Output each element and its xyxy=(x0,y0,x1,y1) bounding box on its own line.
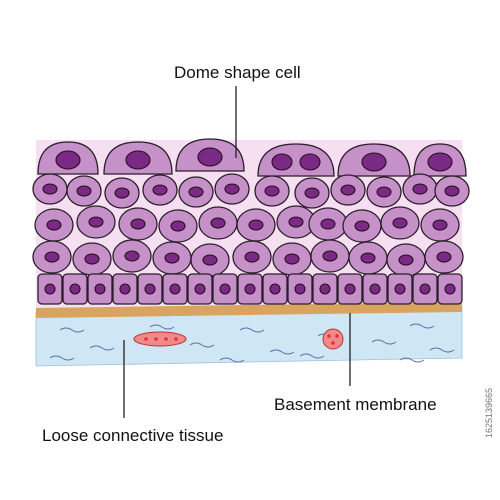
rbc-round xyxy=(322,328,344,350)
polyhedral-cell xyxy=(112,239,152,273)
polyhedral-cell xyxy=(424,240,464,274)
polyhedral-cell xyxy=(276,205,316,239)
basal-cuboidal-cell xyxy=(337,273,363,305)
dome-shape-cell xyxy=(175,138,245,172)
dome-shape-cell xyxy=(413,143,467,177)
polyhedral-cell xyxy=(342,209,382,243)
basal-cuboidal-cell xyxy=(312,273,338,305)
basal-cuboidal-cell xyxy=(162,273,188,305)
connective-fiber xyxy=(149,324,175,330)
polyhedral-cell xyxy=(366,176,402,208)
basal-cuboidal-cell xyxy=(237,273,263,305)
basal-cuboidal-cell xyxy=(62,273,88,305)
polyhedral-cell xyxy=(236,208,276,242)
polyhedral-cell xyxy=(32,173,68,205)
epithelial-cells xyxy=(32,138,470,305)
connective-fiber xyxy=(239,327,265,333)
polyhedral-cell xyxy=(386,243,426,277)
basal-cuboidal-cell xyxy=(437,273,463,305)
basement-membrane-label: Basement membrane xyxy=(274,395,437,414)
polyhedral-cell xyxy=(232,240,272,274)
connective-fiber xyxy=(269,349,295,355)
polyhedral-cell xyxy=(66,175,102,207)
dome-shape-cell xyxy=(103,141,173,175)
connective-fiber xyxy=(399,357,425,363)
red-blood-cells xyxy=(133,328,344,350)
connective-fiber xyxy=(409,323,435,329)
polyhedral-cell xyxy=(308,207,348,241)
connective-fiber xyxy=(49,355,75,361)
polyhedral-cell xyxy=(142,174,178,206)
polyhedral-cell xyxy=(158,209,198,243)
basal-cuboidal-cell xyxy=(187,273,213,305)
basal-cuboidal-cell xyxy=(37,273,63,305)
polyhedral-cell xyxy=(214,173,250,205)
connective-fiber xyxy=(89,345,115,351)
connective-fiber xyxy=(189,342,215,348)
basal-cuboidal-cell xyxy=(112,273,138,305)
basal-cuboidal-cell xyxy=(262,273,288,305)
polyhedral-cell xyxy=(76,205,116,239)
polyhedral-cell xyxy=(420,208,460,242)
basal-cuboidal-cell xyxy=(412,273,438,305)
polyhedral-cell xyxy=(254,175,290,207)
polyhedral-cell xyxy=(380,206,420,240)
basal-cuboidal-cell xyxy=(87,273,113,305)
connective-tissue-fibers xyxy=(49,323,455,363)
basal-cuboidal-cell xyxy=(212,273,238,305)
polyhedral-cell xyxy=(272,242,312,276)
basement-membrane xyxy=(36,302,462,318)
polyhedral-cell xyxy=(402,173,438,205)
polyhedral-cell xyxy=(104,177,140,209)
polyhedral-cell xyxy=(32,240,72,274)
connective-fiber xyxy=(219,357,245,363)
polyhedral-cell xyxy=(190,243,230,277)
connective-fiber xyxy=(299,353,325,359)
polyhedral-cell xyxy=(118,207,158,241)
dome-shape-cell xyxy=(37,141,99,175)
connective-fiber xyxy=(59,327,85,333)
basal-cuboidal-cell xyxy=(362,273,388,305)
connective-fiber xyxy=(429,347,455,353)
polyhedral-cell xyxy=(178,176,214,208)
polyhedral-cell xyxy=(294,177,330,209)
rbc-elongated xyxy=(133,331,187,347)
loose-connective-tissue-label: Loose connective tissue xyxy=(42,426,223,445)
side-id-text: 1625139665 xyxy=(484,388,494,438)
polyhedral-cell xyxy=(434,175,470,207)
dome-shape-cell xyxy=(257,143,335,177)
leader-lines xyxy=(123,86,351,418)
basal-cuboidal-cell xyxy=(137,273,163,305)
dome-shape-cell xyxy=(337,143,411,177)
basal-cuboidal-cell xyxy=(387,273,413,305)
polyhedral-cell xyxy=(198,206,238,240)
polyhedral-cell xyxy=(72,242,112,276)
polyhedral-cell xyxy=(152,241,192,275)
polyhedral-cell xyxy=(330,174,366,206)
polyhedral-cell xyxy=(348,241,388,275)
polyhedral-cell xyxy=(310,239,350,273)
connective-fiber xyxy=(371,339,397,345)
dome-shape-cell-label: Dome shape cell xyxy=(174,63,301,82)
polyhedral-cell xyxy=(34,208,74,242)
basal-cuboidal-cell xyxy=(287,273,313,305)
